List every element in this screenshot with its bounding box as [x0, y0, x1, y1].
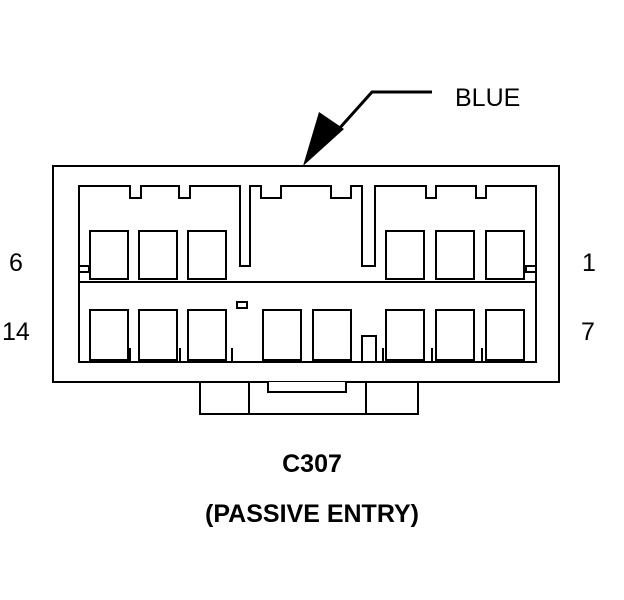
pin-label-top-right: 1: [582, 249, 596, 277]
top-row-pins: [89, 230, 525, 280]
pin-label-bottom-right: 7: [581, 318, 595, 346]
color-callout-label: BLUE: [455, 84, 520, 112]
pin-cavity: [385, 230, 425, 280]
color-callout-arrow: [303, 90, 432, 166]
connector-id: C307: [282, 450, 342, 478]
pin-cavity: [435, 230, 475, 280]
pin-cavity: [312, 309, 352, 361]
connector-subtitle: (PASSIVE ENTRY): [205, 500, 419, 528]
pin-cavity: [89, 309, 129, 361]
pin-cavity: [485, 230, 525, 280]
pin-cavity: [138, 309, 178, 361]
pin-cavity: [262, 309, 302, 361]
pin-cavity: [485, 309, 525, 361]
pin-cavity: [187, 309, 227, 361]
pin-cavity: [138, 230, 178, 280]
connector-lock-tab: [199, 381, 419, 415]
pin-cavity: [385, 309, 425, 361]
pin-cavity: [89, 230, 129, 280]
pin-cavity: [435, 309, 475, 361]
pin-label-top-left: 6: [9, 249, 23, 277]
pin-label-bottom-left: 14: [2, 318, 30, 346]
bottom-row-pins: [89, 309, 525, 361]
pin-cavity: [187, 230, 227, 280]
